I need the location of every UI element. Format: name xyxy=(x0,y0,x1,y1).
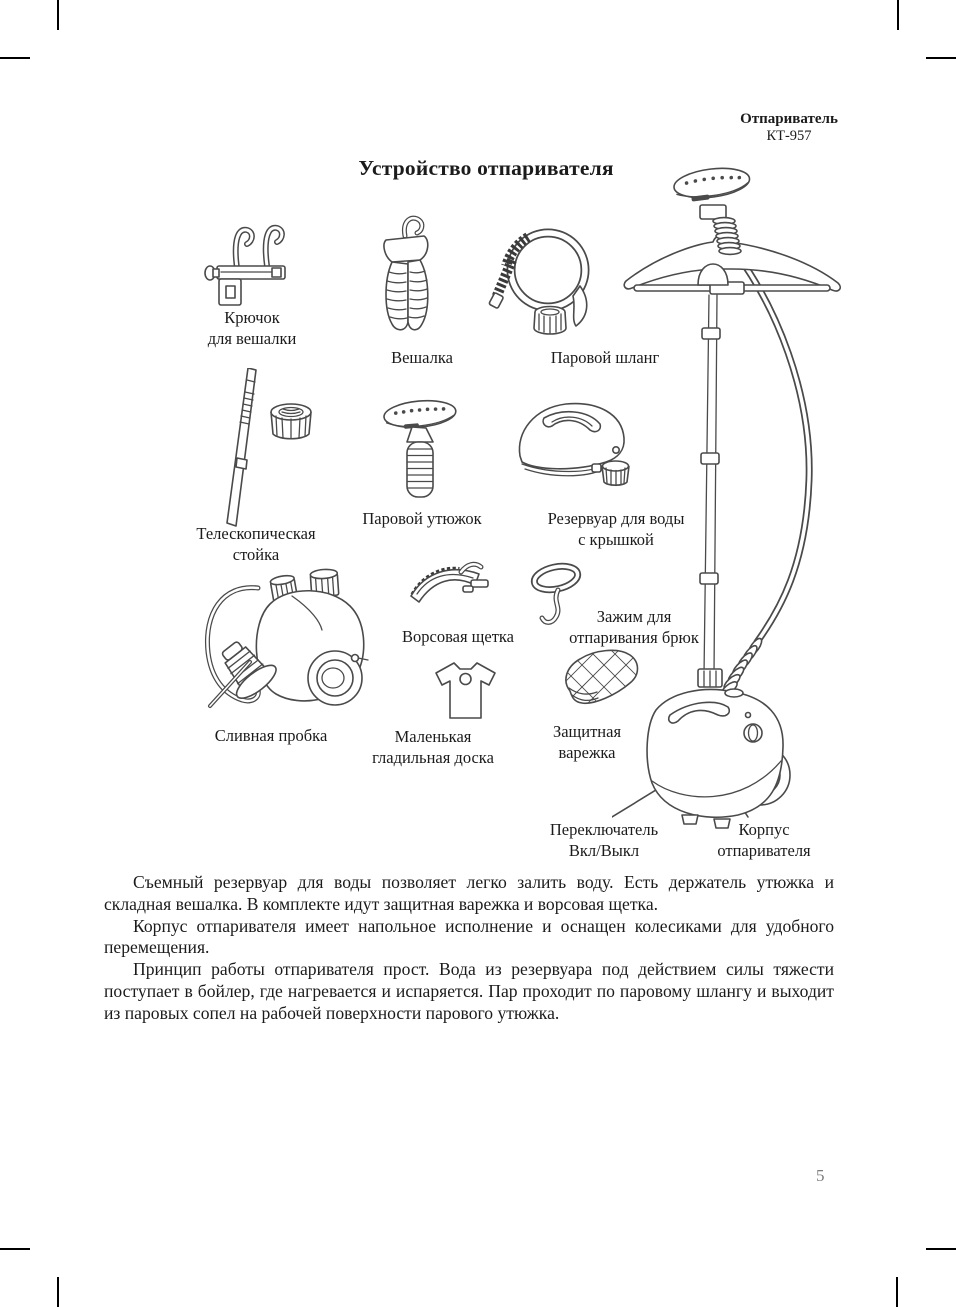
product-name: Отпариватель xyxy=(740,111,838,127)
pole-knob xyxy=(270,403,312,440)
steamer-base xyxy=(646,688,791,829)
drain-plug-illustration xyxy=(204,568,369,708)
power-switch-knob xyxy=(743,723,763,743)
paragraph-1: Съемный резервуар для воды позволяет лег… xyxy=(104,872,834,914)
section-title: Устройство отпаривателя xyxy=(358,156,614,180)
paragraph-2: Корпус отпаривателя имеет напольное испо… xyxy=(104,915,834,958)
mitten-label: Защитная варежка xyxy=(552,722,622,762)
assembled-steamer-illustration xyxy=(612,167,841,829)
body-text: Съемный резервуар для воды позволяет лег… xyxy=(104,872,834,1025)
pole-illustration xyxy=(226,368,312,527)
crop-mark-bottom-left-h xyxy=(0,1248,30,1250)
page-number: 5 xyxy=(816,1166,825,1185)
reservoir-illustration xyxy=(518,402,630,487)
steamer-hose-coil xyxy=(720,637,763,697)
drain-label: Сливная пробка xyxy=(214,726,328,745)
steamer-iron-coil xyxy=(712,216,742,256)
crop-mark-top-right-v xyxy=(897,0,899,30)
hanger-label: Вешалка xyxy=(391,348,453,367)
reservoir-label: Резервуар для воды с крышкой xyxy=(547,509,685,549)
clip-label: Зажим для отпаривания брюк xyxy=(569,607,699,647)
paragraph-3: Принцип работы отпаривателя прост. Вода … xyxy=(104,959,834,1023)
iron-illustration xyxy=(383,399,457,498)
steamer-hanger xyxy=(623,234,841,295)
hose-illustration xyxy=(488,228,590,335)
crop-mark-bottom-right-v xyxy=(896,1277,898,1307)
crop-mark-top-right-h xyxy=(926,57,956,59)
pole-label: Телескопическая стойка xyxy=(196,524,316,564)
board-illustration xyxy=(435,662,496,719)
model-number: КТ-957 xyxy=(766,128,812,144)
crop-mark-top-left-v xyxy=(57,0,59,30)
page-header: Отпариватель КТ-957 xyxy=(724,111,854,144)
brush-illustration xyxy=(410,561,489,603)
body-label: Корпус отпаривателя xyxy=(717,820,811,860)
brush-label: Ворсовая щетка xyxy=(401,627,515,646)
hook-illustration xyxy=(204,224,286,306)
crop-mark-top-left-h xyxy=(0,57,30,59)
clip-illustration xyxy=(530,562,582,625)
board-label: Маленькая гладильная доска xyxy=(372,727,494,767)
reservoir-cap xyxy=(591,460,630,487)
hose-label: Паровой шланг xyxy=(550,348,660,367)
steamer-iron xyxy=(673,167,751,202)
iron-label: Паровой утюжок xyxy=(362,509,482,528)
crop-mark-bottom-left-v xyxy=(57,1277,59,1307)
mitten-illustration xyxy=(565,649,639,705)
hook-label: Крючок для вешалки xyxy=(207,308,297,348)
hanger-illustration xyxy=(383,215,429,331)
switch-label: Переключатель Вкл/Выкл xyxy=(549,820,659,860)
crop-mark-bottom-right-h xyxy=(926,1248,956,1250)
